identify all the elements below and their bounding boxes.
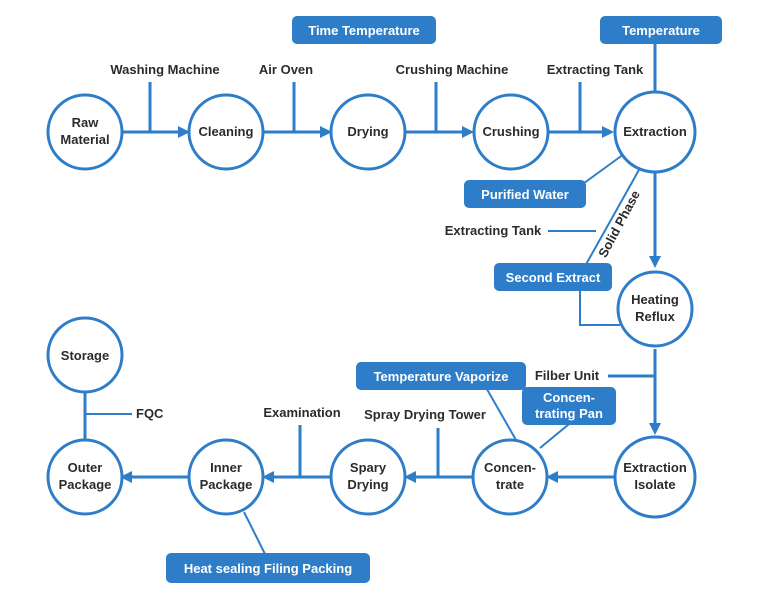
node-outer-package-circle <box>46 438 124 516</box>
node-outer-package-line-1: Outer <box>68 460 103 475</box>
arrow-to-spary-drying <box>404 471 416 483</box>
arrow-to-inner-package <box>262 471 274 483</box>
tag-time-temperature: Time Temperature <box>292 16 436 44</box>
node-drying: Drying <box>329 93 407 171</box>
node-concentrate-circle <box>471 438 549 516</box>
node-raw-material: Raw Material <box>46 93 124 171</box>
node-inner-package-line-2: Package <box>200 477 253 492</box>
node-concentrate: Concen- trate <box>471 438 549 516</box>
tag-purified-water: Purified Water <box>464 180 586 208</box>
node-concentrate-line-1: Concen- <box>484 460 536 475</box>
tag-temperature-label: Temperature <box>622 23 700 38</box>
arrow-to-concentrate <box>546 471 558 483</box>
label-fqc: FQC <box>136 406 164 421</box>
label-extracting-tank-mid: Extracting Tank <box>445 223 542 238</box>
node-cleaning: Cleaning <box>187 93 265 171</box>
node-drying-circle <box>329 93 407 171</box>
arrow-to-outer-package <box>120 471 132 483</box>
node-spary-drying-line-1: Spary <box>350 460 387 475</box>
node-spary-drying-circle <box>329 438 407 516</box>
tag-second-extract: Second Extract <box>494 263 612 291</box>
node-crushing-label: Crushing <box>482 124 539 139</box>
tag-temperature-vaporize: Temperature Vaporize <box>356 362 526 390</box>
tag-temperature-vaporize-bg <box>356 362 526 390</box>
tag-temperature-vaporize-label: Temperature Vaporize <box>374 369 509 384</box>
node-inner-package-circle <box>187 438 265 516</box>
node-cleaning-circle <box>187 93 265 171</box>
tag-concentrating-pan-bg <box>522 387 616 425</box>
node-inner-package: Inner Package <box>187 438 265 516</box>
tag-heat-sealing-label: Heat sealing Filing Packing <box>184 561 352 576</box>
label-crushing-machine: Crushing Machine <box>396 62 509 77</box>
node-heating-reflux-line-2: Reflux <box>635 309 676 324</box>
arrow-to-isolate <box>649 423 661 435</box>
tag-temperature-bg <box>600 16 722 44</box>
arrow-to-cleaning <box>178 126 190 138</box>
label-air-oven: Air Oven <box>259 62 313 77</box>
node-extraction-label: Extraction <box>623 124 687 139</box>
node-cleaning-label: Cleaning <box>199 124 254 139</box>
connector-temperature-vaporize <box>483 383 517 441</box>
node-raw-material-line-1: Raw <box>72 115 100 130</box>
node-crushing: Crushing <box>472 93 550 171</box>
label-examination: Examination <box>263 405 340 420</box>
label-fiber-unit: Filber Unit <box>535 368 600 383</box>
tag-time-temperature-label: Time Temperature <box>308 23 420 38</box>
connector-purified-water <box>579 153 625 187</box>
label-extracting-tank-top: Extracting Tank <box>547 62 644 77</box>
tag-concentrating-pan-line-2: trating Pan <box>535 406 603 421</box>
node-raw-material-circle <box>46 93 124 171</box>
connector-heat-sealing <box>243 511 267 557</box>
node-spary-drying-line-2: Drying <box>347 477 388 492</box>
tag-heat-sealing: Heat sealing Filing Packing <box>166 553 370 583</box>
arrow-to-heating <box>649 256 661 268</box>
connector-second-extract <box>583 167 641 269</box>
label-solid-phase: Solid Phase <box>595 188 643 260</box>
node-spary-drying: Spary Drying <box>329 438 407 516</box>
node-extraction-isolate-circle <box>613 435 697 519</box>
node-heating-reflux: Heating Reflux <box>616 270 694 348</box>
tag-concentrating-pan: Concen- trating Pan <box>522 387 616 425</box>
node-extraction: Extraction <box>613 90 697 174</box>
tag-second-extract-label: Second Extract <box>506 270 601 285</box>
arrow-to-crushing <box>462 126 474 138</box>
tag-second-extract-bg <box>494 263 612 291</box>
tag-purified-water-label: Purified Water <box>481 187 569 202</box>
node-heating-reflux-line-1: Heating <box>631 292 679 307</box>
tag-concentrating-pan-line-1: Concen- <box>543 390 595 405</box>
node-storage-label: Storage <box>61 348 109 363</box>
node-outer-package-line-2: Package <box>59 477 112 492</box>
arrow-to-drying <box>320 126 332 138</box>
node-drying-label: Drying <box>347 124 388 139</box>
tag-purified-water-bg <box>464 180 586 208</box>
node-inner-package-line-1: Inner <box>210 460 242 475</box>
tag-time-temperature-bg <box>292 16 436 44</box>
node-storage-circle <box>46 316 124 394</box>
label-washing-machine: Washing Machine <box>110 62 219 77</box>
arrow-to-extraction <box>602 126 614 138</box>
label-spray-drying-tower: Spray Drying Tower <box>364 407 486 422</box>
node-extraction-isolate-line-2: Isolate <box>634 477 675 492</box>
node-extraction-circle <box>613 90 697 174</box>
node-concentrate-line-2: trate <box>496 477 524 492</box>
node-extraction-isolate-line-1: Extraction <box>623 460 687 475</box>
node-heating-reflux-circle <box>616 270 694 348</box>
node-outer-package: Outer Package <box>46 438 124 516</box>
node-crushing-circle <box>472 93 550 171</box>
node-raw-material-line-2: Material <box>60 132 109 147</box>
node-extraction-isolate: Extraction Isolate <box>613 435 697 519</box>
tag-heat-sealing-bg <box>166 553 370 583</box>
node-storage: Storage <box>46 316 124 394</box>
tag-temperature: Temperature <box>600 16 722 44</box>
connector-second-to-heating <box>579 290 620 326</box>
